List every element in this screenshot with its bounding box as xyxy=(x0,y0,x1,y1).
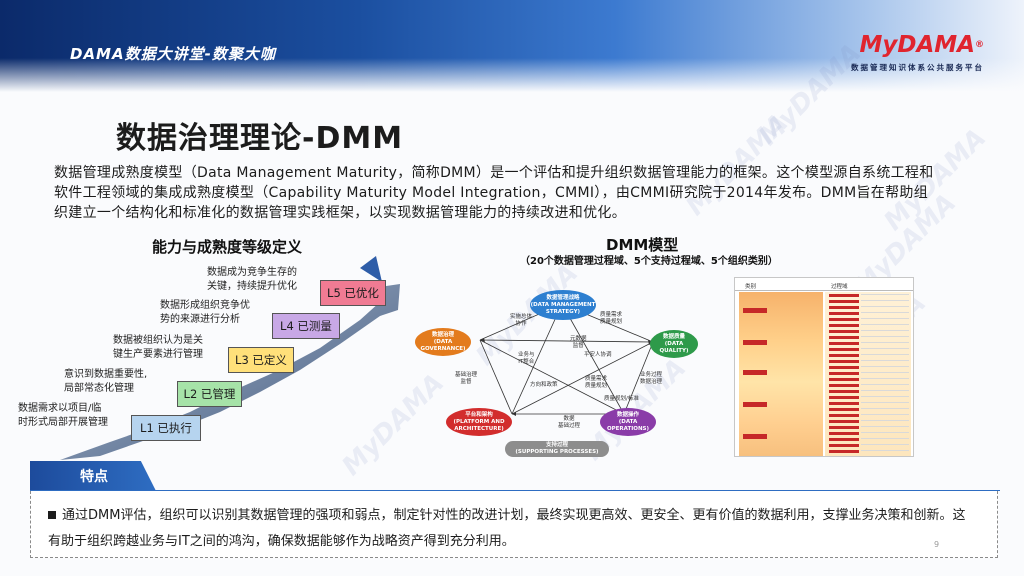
dmm-edge-label: 业务过程 数据治理 xyxy=(640,372,663,385)
dmm-model-title: DMM模型 xyxy=(606,236,679,254)
dmm-node-governance: 数据治理 (DATA GOVERNANCE) xyxy=(415,328,471,356)
dmm-edge-label: 业务与 IT整合 xyxy=(518,352,535,365)
dmm-edge-label: 平安人协调 xyxy=(584,352,612,358)
dmm-edge-label: 方向和政策 xyxy=(530,382,558,388)
maturity-level-4-desc: 数据形成组织竞争优 势的来源进行分析 xyxy=(160,300,250,325)
dmm-edge-label: 质量需求 质量规划 xyxy=(585,376,608,389)
dmm-edge-label: 实施总体 协作 xyxy=(510,314,533,327)
maturity-level-1-desc: 数据需求以项目/临 时形式局部开展管理 xyxy=(18,403,108,428)
maturity-levels-title: 能力与成熟度等级定义 xyxy=(152,238,303,256)
table-header-category: 类别 xyxy=(745,284,757,290)
bullet-square-icon xyxy=(48,510,56,519)
maturity-level-3-desc: 数据被组织认为是关 键生产要素进行管理 xyxy=(113,335,203,360)
features-box xyxy=(30,491,998,558)
maturity-level-1: L1 已执行 xyxy=(131,415,201,441)
features-divider xyxy=(30,490,1000,491)
dmm-edge-label: 数据 基础过程 xyxy=(558,416,581,429)
maturity-level-5-desc: 数据成为竞争生存的 关键，持续提升优化 xyxy=(207,267,297,292)
maturity-level-3: L3 已定义 xyxy=(228,347,294,373)
process-area-table: 类别 过程域 xyxy=(734,277,914,457)
dmm-edge-label: 元数据 监督 xyxy=(570,336,587,349)
features-tab: 特点 xyxy=(30,461,156,491)
brand-tagline: 数据管理知识体系公共服务平台 xyxy=(851,63,984,72)
dmm-node-platform: 平台和架构 (PLATFORM AND ARCHITECTURE) xyxy=(446,408,512,436)
header-band xyxy=(0,0,1024,92)
dmm-edge-label: 质量需求 质量规划 xyxy=(600,312,623,325)
dmm-node-strategy: 数据管理战略 (DATA MANAGEMENT STRATEGY) xyxy=(530,290,596,320)
brand-logo: MyDAMA® 数据管理知识体系公共服务平台 xyxy=(851,33,984,73)
maturity-level-4: L4 已测量 xyxy=(272,313,340,339)
header-title: DAMA数据大讲堂-数聚大咖 xyxy=(70,45,276,63)
dmm-edge-label: 基础治理 监督 xyxy=(455,372,478,385)
intro-paragraph: 数据管理成熟度模型（Data Management Maturity，简称DMM… xyxy=(54,165,934,221)
staircase-graphic xyxy=(60,256,400,460)
dmm-model-subtitle: （20个数据管理过程域、5个支持过程域、5个组织类别） xyxy=(520,256,778,267)
maturity-level-5: L5 已优化 xyxy=(320,280,386,306)
dmm-edge-label: 质量规划/标准 xyxy=(604,396,639,402)
table-header-process: 过程域 xyxy=(831,284,848,290)
dmm-node-quality: 数据质量 (DATA QUALITY) xyxy=(650,330,698,358)
dmm-node-operations: 数据操作 (DATA OPERATIONS) xyxy=(600,408,656,436)
maturity-level-2-desc: 意识到数据重要性, 局部常态化管理 xyxy=(64,369,148,394)
maturity-level-2: L2 已管理 xyxy=(177,381,242,407)
dmm-node-supporting: 支持过程 (SUPPORTING PROCESSES) xyxy=(505,441,609,457)
brand-wordmark: MyDAMA® xyxy=(859,32,984,58)
page-title: 数据治理理论-DMM xyxy=(116,121,404,156)
features-text: 通过DMM评估，组织可以识别其数据管理的强项和弱点，制定针对性的改进计划，最终实… xyxy=(48,508,966,549)
page-number: 9 xyxy=(934,540,940,549)
